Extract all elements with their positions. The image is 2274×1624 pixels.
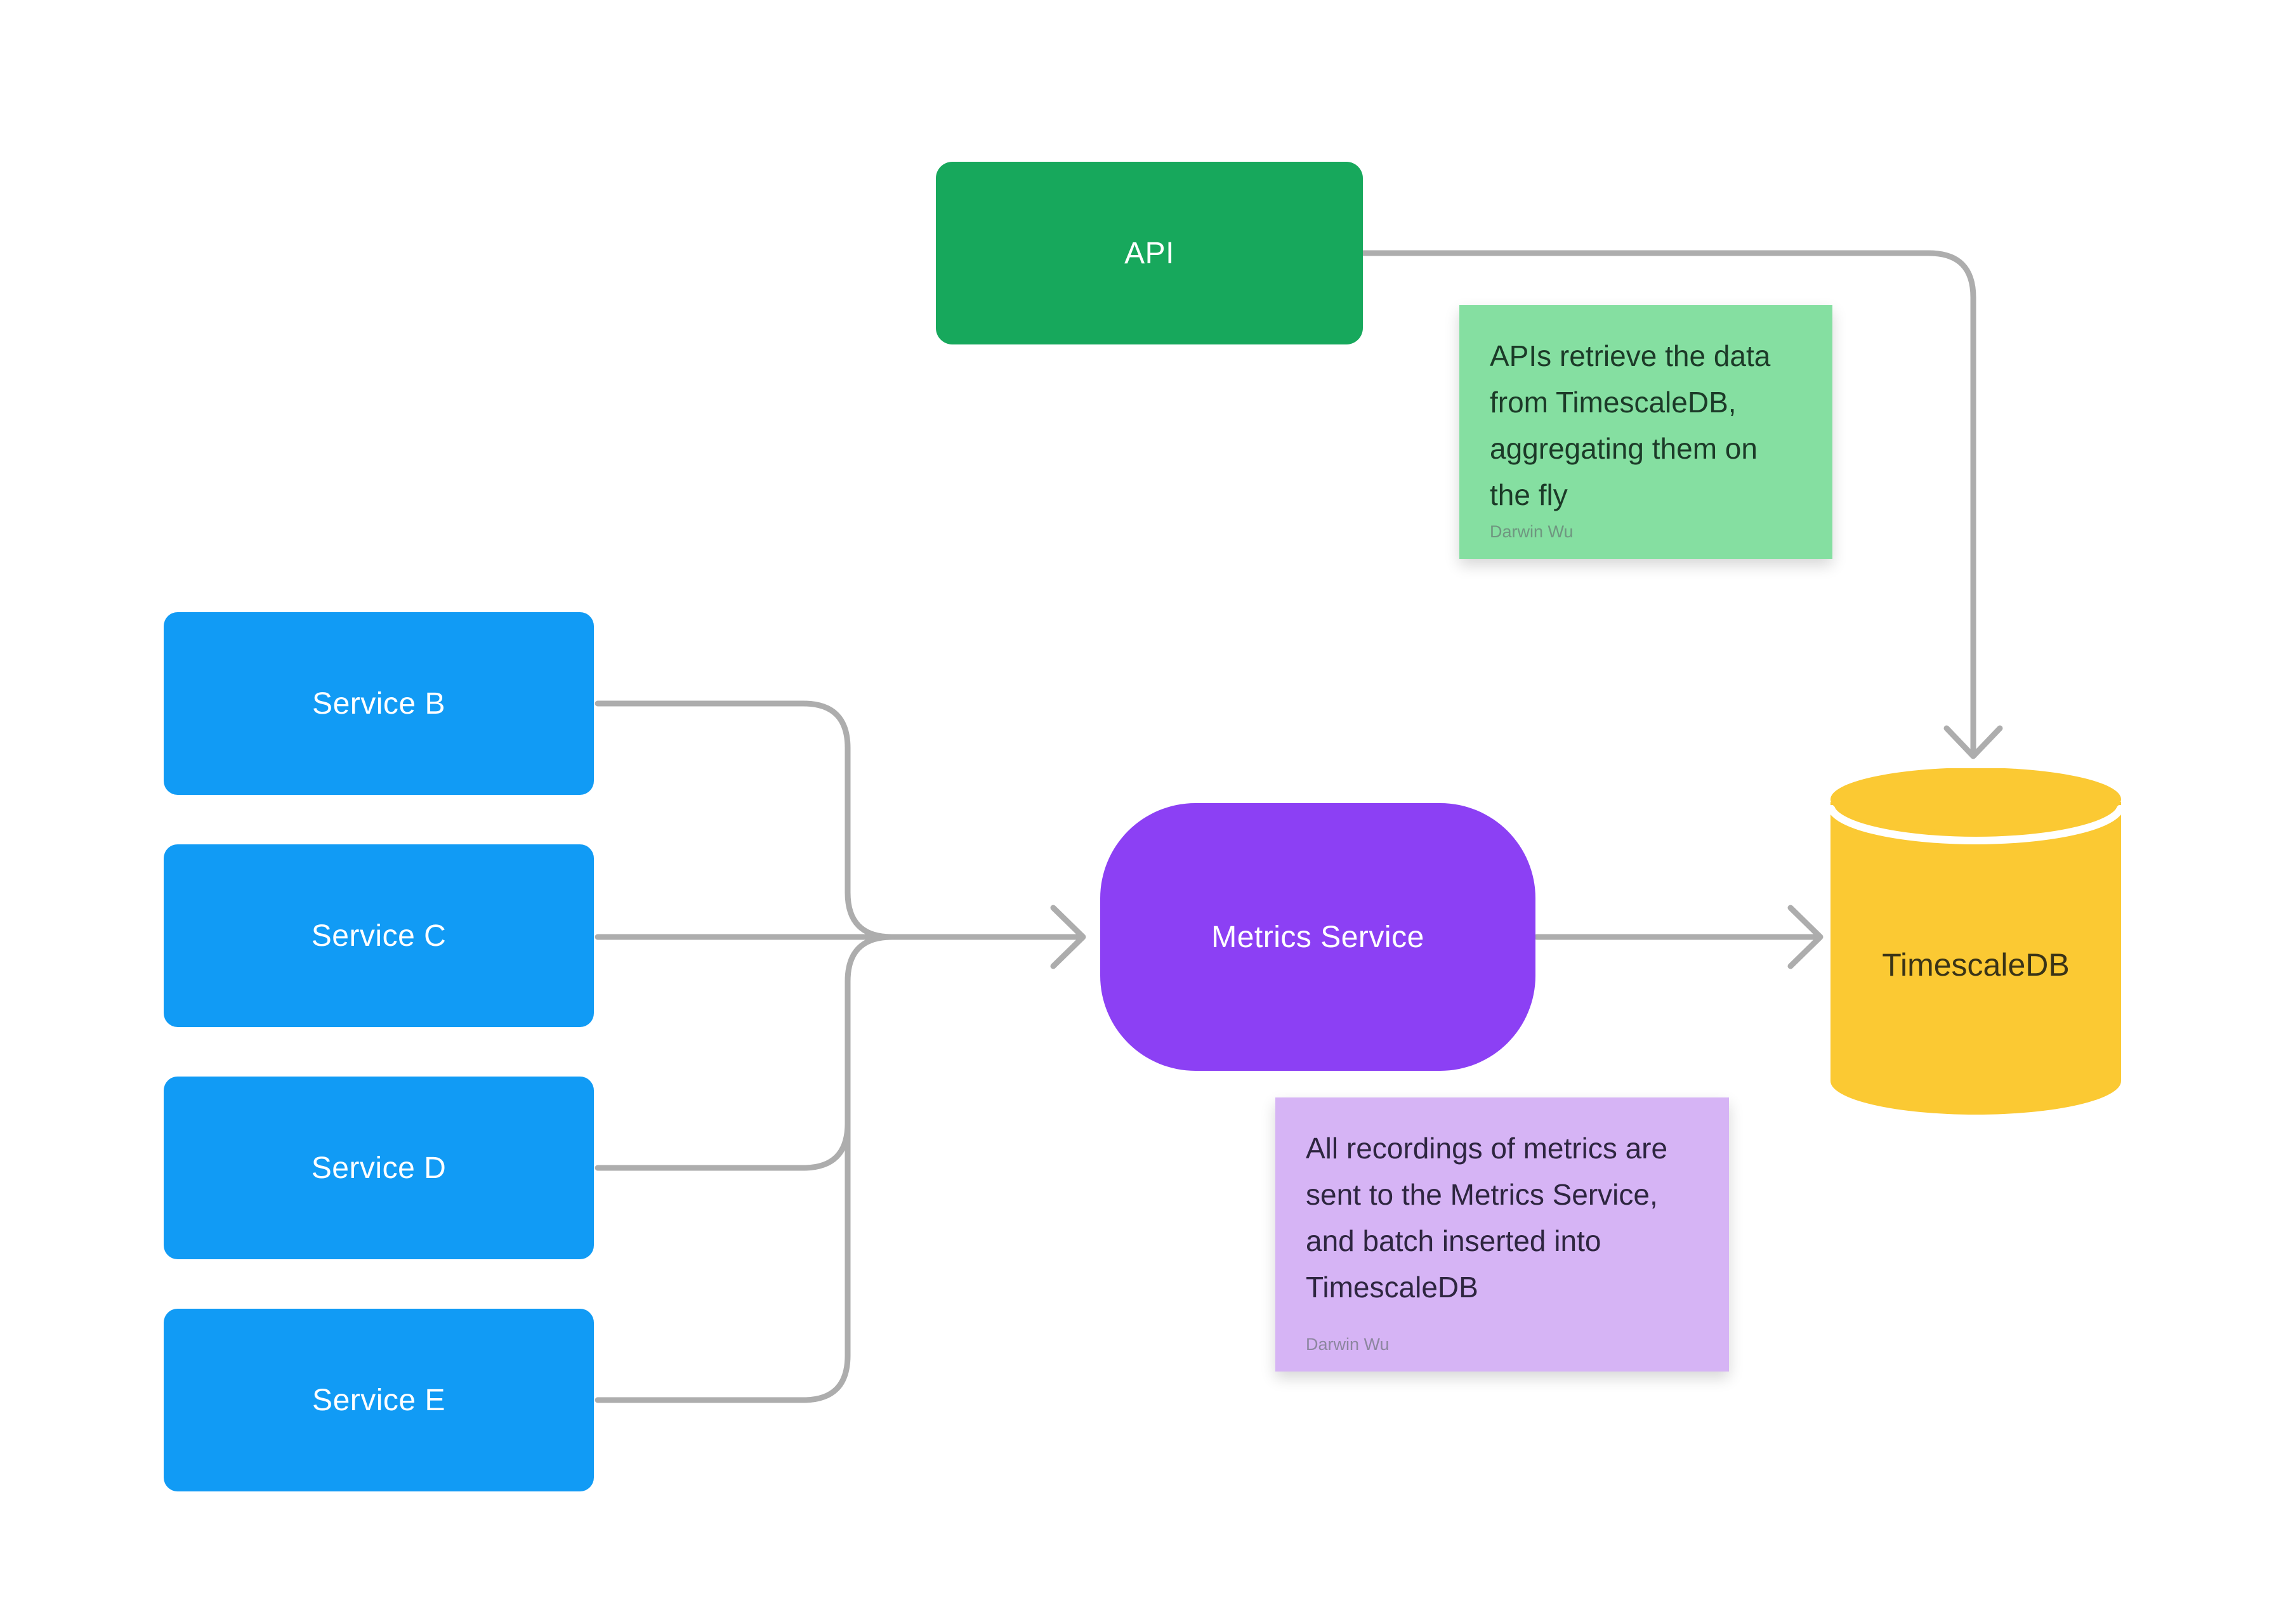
node-timescaledb-label: TimescaleDB <box>1882 947 2070 983</box>
node-metrics-service[interactable]: Metrics Service <box>1100 803 1535 1071</box>
edge-service-b-to-metrics[interactable] <box>595 700 895 940</box>
node-metrics-service-label: Metrics Service <box>1211 920 1424 954</box>
database-cylinder-icon[interactable] <box>1830 768 2121 1115</box>
edge-api-to-timescaledb[interactable] <box>1360 250 2003 759</box>
sticky-note-metrics[interactable]: All recordings of metrics are sent to th… <box>1275 1097 1729 1372</box>
sticky-note-api-author: Darwin Wu <box>1490 522 1574 541</box>
cylinder-divider <box>1830 804 2121 844</box>
node-api-label: API <box>1124 236 1174 270</box>
edge-service-d-to-metrics[interactable] <box>595 1120 851 1171</box>
node-service-d[interactable]: Service D <box>164 1077 594 1259</box>
cylinder-body <box>1830 802 2121 1115</box>
sticky-note-metrics-text: All recordings of metrics are sent to th… <box>1306 1132 1668 1304</box>
node-service-e-label: Service E <box>312 1383 445 1417</box>
sticky-note-api[interactable]: APIs retrieve the data from TimescaleDB,… <box>1459 305 1832 559</box>
cylinder-top <box>1830 768 2121 831</box>
node-service-b[interactable]: Service B <box>164 612 594 795</box>
edge-service-c-to-metrics[interactable] <box>595 905 1086 969</box>
node-service-b-label: Service B <box>312 686 445 721</box>
node-service-e[interactable]: Service E <box>164 1309 594 1491</box>
edge-service-e-to-metrics[interactable] <box>595 934 895 1403</box>
node-api[interactable]: API <box>936 162 1363 344</box>
node-service-d-label: Service D <box>311 1151 447 1185</box>
edge-metrics-to-timescaledb[interactable] <box>1534 905 1824 969</box>
node-service-c[interactable]: Service C <box>164 844 594 1027</box>
sticky-note-metrics-author: Darwin Wu <box>1306 1335 1390 1354</box>
sticky-note-api-text: APIs retrieve the data from TimescaleDB,… <box>1490 339 1771 511</box>
node-service-c-label: Service C <box>311 919 447 953</box>
